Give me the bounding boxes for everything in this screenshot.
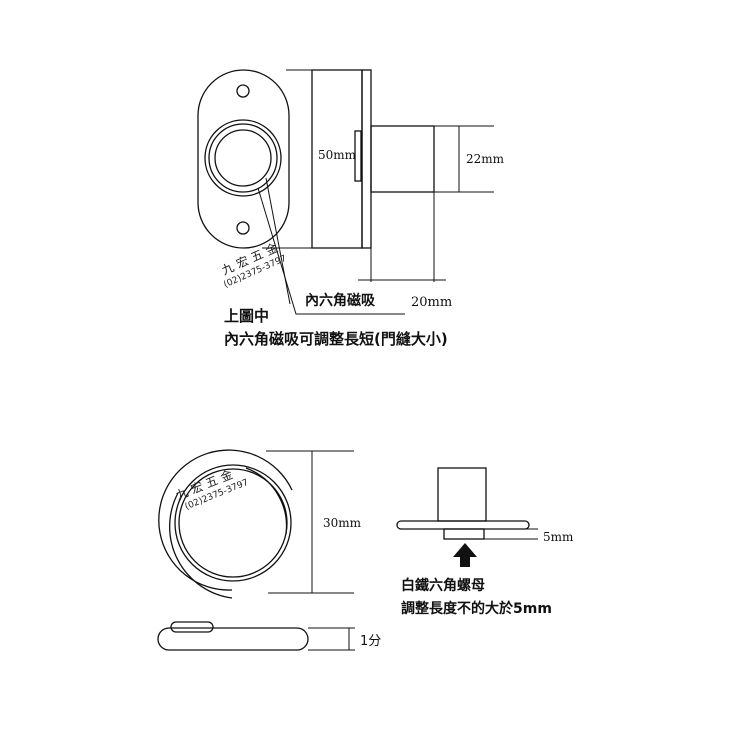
thickness-label: 1分 (360, 634, 381, 649)
magnet-outer-ring (204, 119, 282, 197)
dim-height-label: 50mm (318, 148, 357, 162)
ring-side-strip (157, 627, 309, 651)
ring-side-view (157, 621, 309, 651)
bottom-caption-line1: 白鐵六角螺母 (401, 577, 485, 594)
top-front-view (197, 69, 290, 249)
top-dimension-lines (257, 69, 494, 315)
dim-diameter-label: 22mm (466, 152, 505, 166)
thickness-dimension (308, 627, 355, 651)
top-caption-line2: 內六角磁吸可調整長短(門縫大小) (224, 330, 448, 348)
ring-inner-edge (174, 464, 292, 582)
magnet-middle-ring (208, 123, 278, 193)
ring-side-fold (170, 621, 214, 633)
nut-dimension-lines (484, 528, 538, 540)
nut-side-view (396, 467, 530, 540)
top-side-view (311, 69, 435, 249)
hex-slot (354, 130, 362, 182)
nut-hex (443, 528, 485, 540)
callout-leader (257, 187, 405, 315)
ring-diameter-label: 30mm (323, 516, 362, 530)
top-caption-line1: 上圖中 (224, 307, 269, 325)
dim-length-label: 20mm (411, 295, 452, 310)
magnet-inner-ring (214, 129, 272, 187)
ring-tail (245, 467, 288, 535)
nut-flange (396, 520, 530, 530)
mount-hole-top (236, 84, 250, 98)
nut-post (437, 467, 487, 522)
ring-outer-arc (158, 449, 293, 591)
side-shaft (370, 125, 435, 193)
ring-dimension-lines (266, 450, 354, 594)
top-watermark: 九宏五金 (02)2375-3797 (219, 238, 288, 290)
side-flange (361, 69, 372, 249)
callout-label: 內六角磁吸 (305, 292, 376, 309)
ring-front-view (158, 449, 293, 599)
oval-plate (197, 69, 290, 249)
up-arrow-icon (453, 543, 477, 567)
bottom-caption-line2: 調整長度不的大於5mm (401, 600, 552, 617)
ring-outer-arc-2 (169, 492, 233, 599)
nut-dim-label: 5mm (543, 530, 574, 544)
mount-hole-bottom (236, 221, 250, 235)
